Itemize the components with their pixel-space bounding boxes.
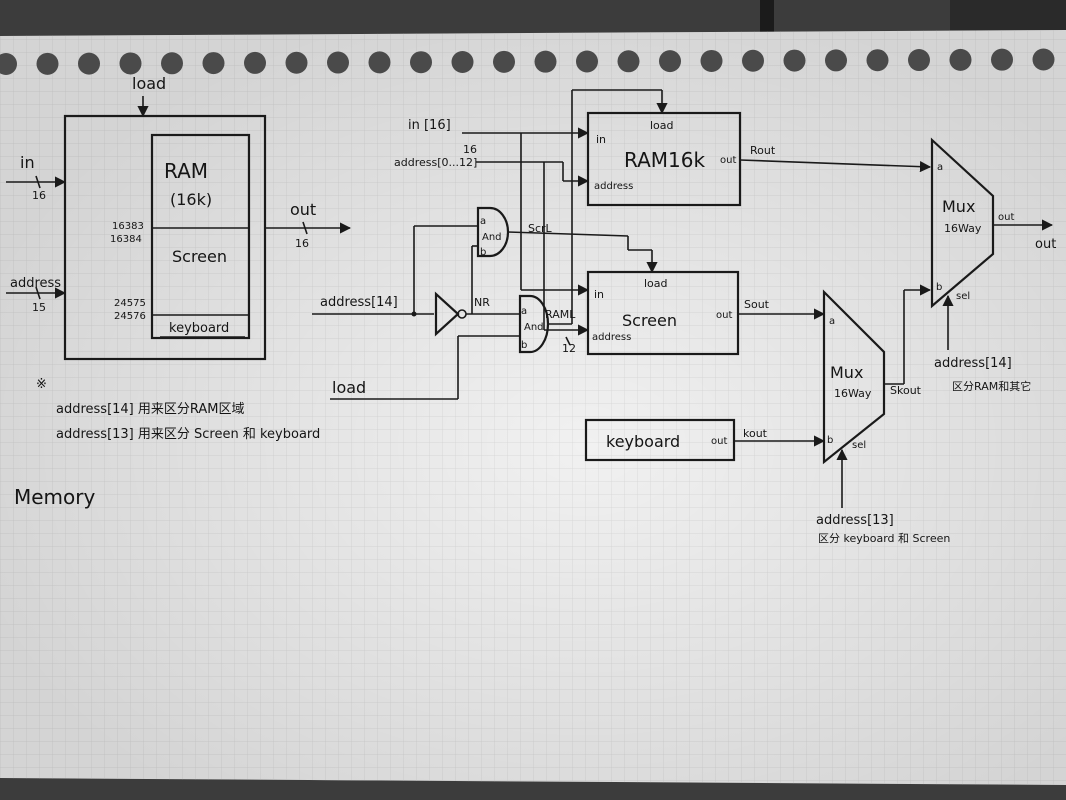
screen-label: Screen — [172, 247, 227, 266]
mux-lower-line1: Mux — [830, 363, 863, 382]
screen-out: out — [716, 310, 732, 321]
punch-hole — [618, 50, 640, 72]
punch-hole — [203, 52, 225, 74]
ram-label: RAM — [164, 159, 208, 183]
nr-label: NR — [474, 296, 490, 309]
punch-hole — [576, 50, 598, 72]
ram16k-address: address — [594, 181, 633, 192]
punch-hole — [867, 49, 889, 71]
punch-hole — [37, 53, 59, 75]
sout-label: Sout — [744, 298, 770, 311]
mux-upper-line1: Mux — [942, 197, 975, 216]
sel13-note: 区分 keyboard 和 Screen — [818, 532, 950, 545]
address14-label: address[14] — [320, 295, 398, 310]
punch-hole — [659, 50, 681, 72]
punch-hole — [410, 51, 432, 73]
out-width-label: 16 — [295, 237, 309, 250]
punch-hole — [327, 52, 349, 74]
punch-hole — [825, 49, 847, 71]
screen-in: in — [594, 288, 604, 301]
address-16384: 16384 — [110, 234, 142, 245]
mux-upper-a: a — [937, 162, 943, 173]
punch-hole — [991, 49, 1013, 71]
ram16k-in: in — [596, 133, 606, 146]
and-top-label: And — [482, 232, 502, 243]
memory-title: Memory — [14, 485, 96, 509]
in-bus-label: in [16] — [408, 118, 451, 133]
mux-lower-a: a — [829, 316, 835, 327]
address-24575: 24575 — [114, 298, 146, 309]
in-bus-width: 16 — [463, 143, 477, 156]
mux-lower-sel: sel — [852, 440, 866, 451]
ram-size-label: (16k) — [170, 190, 212, 209]
kout-label: kout — [743, 427, 768, 440]
punch-hole — [161, 52, 183, 74]
address-width-12: 12 — [562, 342, 576, 355]
keyboard-label: keyboard — [169, 321, 229, 336]
rout-label: Rout — [750, 144, 776, 157]
punch-hole — [369, 51, 391, 73]
keyboard-out: out — [711, 436, 727, 447]
final-out-label: out — [1035, 237, 1056, 252]
punch-hole — [908, 49, 930, 71]
mux-upper-line2: 16Way — [944, 222, 982, 235]
note-line-1: address[14] 用来区分RAM区域 — [56, 402, 245, 417]
punch-hole — [493, 51, 515, 73]
screen-load: load — [644, 277, 668, 290]
in-width-label: 16 — [32, 189, 46, 202]
punch-hole — [701, 50, 723, 72]
screen-name: Screen — [622, 311, 677, 330]
screen-address: address — [592, 332, 631, 343]
punch-hole — [950, 49, 972, 71]
sel13-label: address[13] — [816, 513, 894, 528]
raml-label: RAML — [545, 308, 576, 321]
and-bottom-label: And — [524, 322, 544, 333]
load-label: load — [332, 378, 366, 397]
and-bottom-b: b — [521, 340, 527, 351]
and-top-b: b — [480, 247, 486, 258]
sel14-label: address[14] — [934, 356, 1012, 371]
address-label: address — [10, 276, 61, 291]
ram16k-load: load — [650, 119, 674, 132]
punch-hole — [784, 50, 806, 72]
address-24576: 24576 — [114, 311, 146, 322]
and-top-a: a — [480, 216, 486, 227]
mux-upper-out: out — [998, 212, 1014, 223]
note-line-2: address[13] 用来区分 Screen 和 keyboard — [56, 427, 320, 442]
punch-hole — [742, 50, 764, 72]
load-label: load — [132, 74, 166, 93]
mux-upper-sel: sel — [956, 291, 970, 302]
mux-lower-b: b — [827, 435, 833, 446]
keyboard-name: keyboard — [606, 432, 680, 451]
scrl-label: ScrL — [528, 222, 553, 235]
punch-hole — [244, 52, 266, 74]
address-width-label: 15 — [32, 301, 46, 314]
punch-hole — [535, 51, 557, 73]
note-mark: ※ — [36, 377, 47, 392]
out-label: out — [290, 200, 316, 219]
punch-hole — [1033, 49, 1055, 71]
address-bus-label: address[0...12] — [394, 156, 477, 169]
mux-lower-line2: 16Way — [834, 387, 872, 400]
punch-hole — [286, 52, 308, 74]
background-object — [950, 0, 1066, 30]
sel14-note: 区分RAM和其它 — [952, 379, 1031, 393]
and-bottom-a: a — [521, 306, 527, 317]
ram16k-out: out — [720, 155, 736, 166]
punch-hole — [452, 51, 474, 73]
ram16k-name: RAM16k — [624, 148, 705, 172]
mux-upper-b: b — [936, 282, 942, 293]
address-16383: 16383 — [112, 221, 144, 232]
skout-label: Skout — [890, 384, 922, 397]
punch-hole — [78, 53, 100, 75]
punch-hole — [120, 52, 142, 74]
in-label: in — [20, 153, 35, 172]
